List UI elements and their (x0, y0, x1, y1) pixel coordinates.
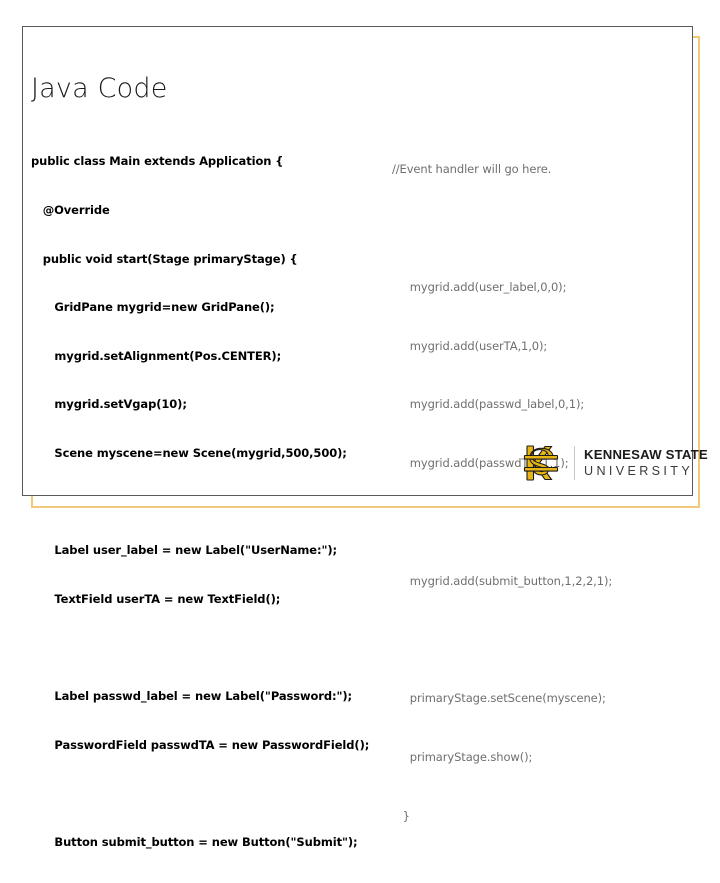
code-line: primaryStage.setScene(myscene); (392, 691, 606, 706)
ksu-logo: KENNESAW STATE UNIVERSITY (521, 437, 708, 489)
slide-gray-frame (22, 26, 693, 496)
code-line-blank (392, 219, 692, 239)
code-line-blank (31, 785, 391, 801)
code-line: Label passwd_label = new Label("Password… (31, 689, 353, 704)
code-line: mygrid.add(submit_button,1,2,2,1); (392, 573, 613, 588)
code-line: public class Main extends Application { (31, 154, 284, 169)
code-block-left: public class Main extends Application { … (31, 121, 391, 883)
ksu-wordmark-line-1: KENNESAW STATE (584, 447, 708, 463)
logo-divider (574, 446, 575, 480)
code-line-blank (31, 639, 391, 655)
page-title: Java Code (31, 73, 168, 104)
code-line: Scene myscene=new Scene(mygrid,500,500); (31, 446, 347, 461)
code-line: mygrid.add(user_label,0,0); (392, 279, 567, 294)
ksu-monogram-icon (523, 445, 559, 481)
code-line: GridPane mygrid=new GridPane(); (31, 300, 275, 315)
code-line-blank (392, 513, 692, 533)
ksu-wordmark: KENNESAW STATE UNIVERSITY (584, 448, 708, 478)
code-line-blank (31, 494, 391, 510)
code-line: PasswordField passwdTA = new PasswordFie… (31, 737, 370, 752)
code-line: mygrid.setVgap(10); (31, 397, 187, 412)
code-line-blank (392, 630, 692, 650)
code-line: Button submit_button = new Button("Submi… (31, 834, 358, 849)
ksu-wordmark-line-2: UNIVERSITY (584, 464, 694, 479)
code-line: } (392, 808, 410, 823)
code-line: mygrid.add(userTA,1,0); (392, 338, 548, 353)
slide-content: Java Code public class Main extends Appl… (31, 73, 708, 849)
code-block-right: //Event handler will go here. mygrid.add… (392, 121, 692, 866)
code-line: mygrid.setAlignment(Pos.CENTER); (31, 348, 282, 363)
code-line: Label user_label = new Label("UserName:"… (31, 543, 338, 558)
code-comment-line: //Event handler will go here. (392, 162, 552, 177)
code-line: mygrid.add(passwd_label,0,1); (392, 397, 585, 412)
code-line: public void start(Stage primaryStage) { (31, 251, 298, 266)
code-line: @Override (31, 203, 110, 218)
code-line: TextField userTA = new TextField(); (31, 591, 281, 606)
code-line: primaryStage.show(); (392, 750, 533, 764)
slide-canvas: Java Code public class Main extends Appl… (22, 26, 708, 849)
